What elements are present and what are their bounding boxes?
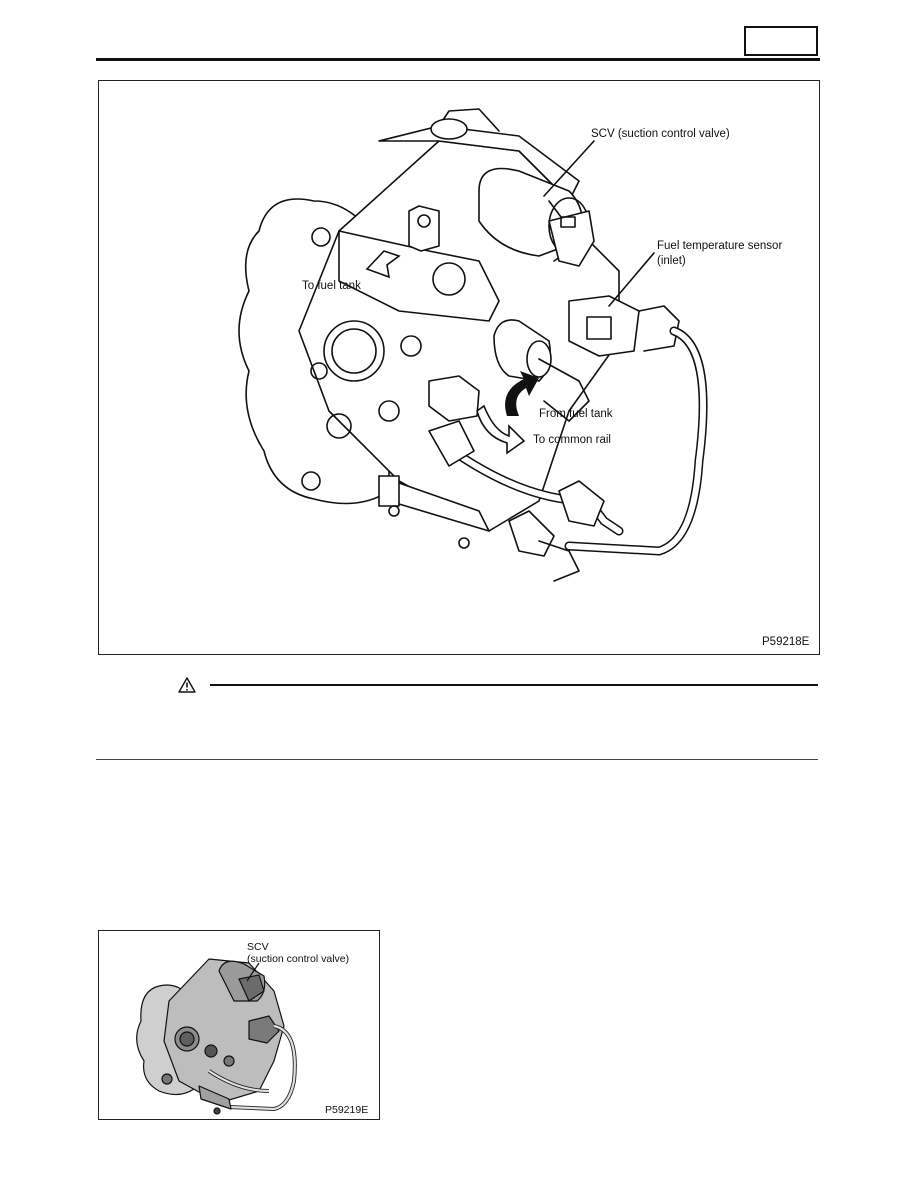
to-fuel-tank-arrow <box>365 250 401 279</box>
from-fuel-tank-arrow <box>505 371 539 416</box>
label-scv-small: SCV <box>247 941 269 953</box>
flange-bolt-hole <box>301 471 321 491</box>
label-from-fuel-tank: From fuel tank <box>539 408 613 420</box>
fuel-pump-small-illustration <box>136 958 297 1115</box>
warning-triangle-icon <box>178 677 196 693</box>
label-fuel-temp-sensor-inlet: (inlet) <box>657 255 686 267</box>
label-scv-small-desc: (suction control valve) <box>247 953 350 965</box>
round-plug <box>323 320 385 382</box>
figure-code: P59218E <box>762 636 810 648</box>
label-to-fuel-tank: To fuel tank <box>302 280 361 292</box>
page-number-box <box>744 26 818 56</box>
header-rule <box>96 58 820 61</box>
warning-rule <box>210 684 818 686</box>
flange-bolt-hole <box>311 227 331 247</box>
fuel-pump-illustration <box>238 108 708 582</box>
to-common-rail-arrow <box>476 404 526 455</box>
figure-small: SCV (suction control valve) P59219E <box>98 930 380 1120</box>
label-to-common-rail: To common rail <box>533 434 611 446</box>
fuel-temp-sensor <box>568 295 640 357</box>
outlet-fitting <box>428 375 480 422</box>
label-fuel-temp-sensor: Fuel temperature sensor <box>657 240 783 252</box>
section-separator <box>96 759 818 760</box>
label-scv: SCV (suction control valve) <box>591 128 730 140</box>
figure-main: SCV (suction control valve) Fuel tempera… <box>98 80 820 655</box>
figure-code-small: P59219E <box>325 1104 369 1116</box>
